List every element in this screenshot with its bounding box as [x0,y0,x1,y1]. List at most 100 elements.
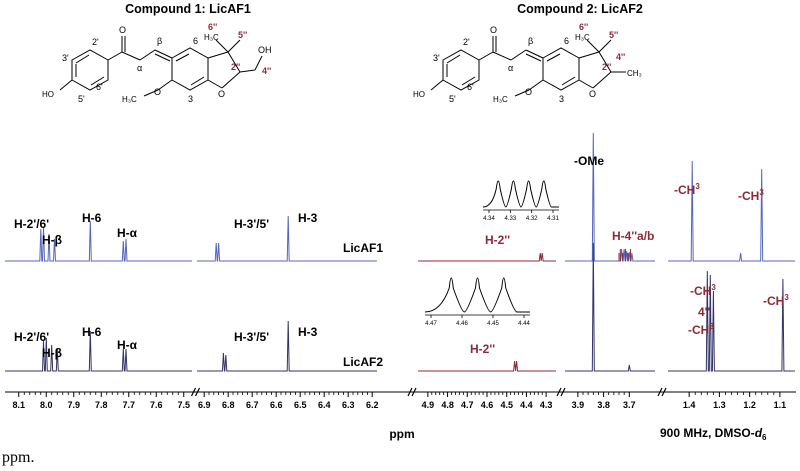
bottom-inset-tick-label: 4.47 [425,321,437,327]
label-oh: OH [258,45,272,55]
label-carbonyl-o: O [119,25,126,35]
label2-ome: H₃C [493,95,508,104]
label2-ho: HO [413,90,425,99]
bottom-peak-labels: H-2'/6' H-β H-6 H-α H-3'/5' H-3 LicAF2 [14,325,383,369]
bottom-label-h3: H-3 [298,325,318,339]
label2-ch3: CH₃ [627,69,642,78]
compound2-title: Compound 2: LicAF2 [517,2,643,16]
axis-break-mark [556,387,562,397]
axis-title: ppm [389,427,414,441]
ppm-tick-label: 7.6 [150,400,163,410]
label-beta: β [157,36,162,46]
bottom-label-name: LicAF2 [343,355,383,369]
top-inset-tick-label: 4.33 [504,216,516,222]
ppm-tick-label: 7.8 [95,400,108,410]
top-peak-labels: H-2'/6' H-β H-6 H-α H-3'/5' H-3 LicAF1 -… [14,154,604,255]
top-label-h2pp: H-2'' [485,233,510,247]
bottom-trace-seg0 [5,330,192,372]
top-label-ome: -OMe [574,154,604,168]
ppm-tick-label: 7.9 [67,400,80,410]
ppm-tick-label: 6.2 [366,400,379,410]
label-3prime: 3' [62,53,69,63]
ppm-tick-label: 4.6 [481,400,494,410]
ppm-tick-label: 6.9 [198,400,211,410]
ppm-tick-label: 6.7 [246,400,259,410]
ppm-tick-label: 6.6 [270,400,283,410]
label-alpha: α [137,63,142,73]
label-2prime: 2' [92,37,99,47]
bottom-label-h2pp: H-2'' [470,342,495,356]
top-inset-tick-label: 4.34 [483,216,495,222]
label-c2-2pp: 2'' [602,62,611,72]
bottom-trace-seg1 [197,320,377,372]
ppm-tick-label: 1.1 [774,400,787,410]
bottom-trace-seg4 [668,270,795,372]
bottom-label-ch3b: -CH3 [688,322,714,337]
label2-carbonyl-o: O [490,25,497,35]
axis-break-mark [194,387,201,397]
bottom-trace-seg3 [565,242,655,372]
label2-beta: β [528,36,533,46]
label2-ring-o: O [589,89,596,99]
label-c2-6pp: 6'' [579,22,588,32]
ppm-tick-label: 4.7 [461,400,474,410]
label-c1-6pp: 6'' [208,22,217,32]
label2-5prime: 5' [449,94,456,104]
axis-break-mark [190,387,197,397]
ppm-tick-label: 1.4 [683,400,696,410]
top-inset-trace [482,180,559,208]
compound1-title: Compound 1: LicAF1 [125,2,251,16]
instrument-label: 900 MHz, DMSO-d6 [660,426,767,442]
top-trace-seg2 [418,252,556,262]
structure-compound1-labels: 3' 2' 6' 5' HO O α β 6 3 H₃C O O H₃C OH [42,25,272,104]
top-label-h4ab: H-4''a/b [612,229,654,243]
bottom-peak-labels-accent: H-2'' -CH3 4'' -CH3 -CH3 [470,283,789,356]
ppm-tick-label: 7.7 [122,400,135,410]
ppm-tick-label: 6.5 [294,400,307,410]
bottom-inset-tick-label: 4.45 [487,321,499,327]
ppm-tick-label: 8.1 [12,400,25,410]
label-pos6: 6 [193,36,198,46]
label2-alpha: α [508,63,513,73]
top-label-name: LicAF1 [343,241,383,255]
bottom-inset-tick-label: 4.46 [456,321,468,327]
label2-ome-o: O [525,87,532,97]
ppm-tick-label: 4.4 [520,400,533,410]
ppm-tick-label: 3.9 [572,400,585,410]
top-inset-tick-label: 4.32 [526,216,538,222]
ppm-tick-label: 7.5 [177,400,190,410]
bottom-inset-trace [424,277,530,313]
bottom-label-h26: H-2'/6' [14,330,49,344]
bottom-label-h6: H-6 [82,325,102,339]
ppm-tick-label: 8.0 [40,400,53,410]
axis-break-mark [661,387,667,397]
structure-compound2 [430,36,626,97]
structure-compound2-numbering: 6'' 5'' 2'' 4'' [579,22,625,72]
bottom-trace-seg2 [418,360,556,372]
ppm-tick-label: 6.8 [222,400,235,410]
label2-2prime: 2' [463,37,470,47]
top-trace-seg4 [668,160,795,262]
bottom-label-h35: H-3'/5' [234,330,269,344]
label-ring-o: O [218,89,225,99]
top-label-h3: H-3 [298,211,318,225]
label-c1-4pp: 4'' [262,66,271,76]
label-pos3: 3 [188,94,193,104]
bottom-label-ch3a: -CH3 [690,283,716,298]
ppm-tick-label: 4.8 [441,400,454,410]
axis-break-mark [411,387,417,397]
label2-pos3: 3 [559,94,564,104]
label-ho: HO [42,90,54,99]
top-trace-seg0 [5,220,192,262]
ppm-tick-label: 3.8 [597,400,610,410]
label2-pos6: 6 [564,36,569,46]
bottom-label-ha: H-α [117,338,138,352]
ppm-tick-label: 6.3 [342,400,355,410]
top-label-h6: H-6 [82,211,102,225]
bottom-label-4pp: 4'' [698,305,711,319]
axis-break-mark [560,387,566,397]
ppm-tick-label: 4.5 [500,400,513,410]
top-label-h35: H-3'/5' [234,217,269,231]
